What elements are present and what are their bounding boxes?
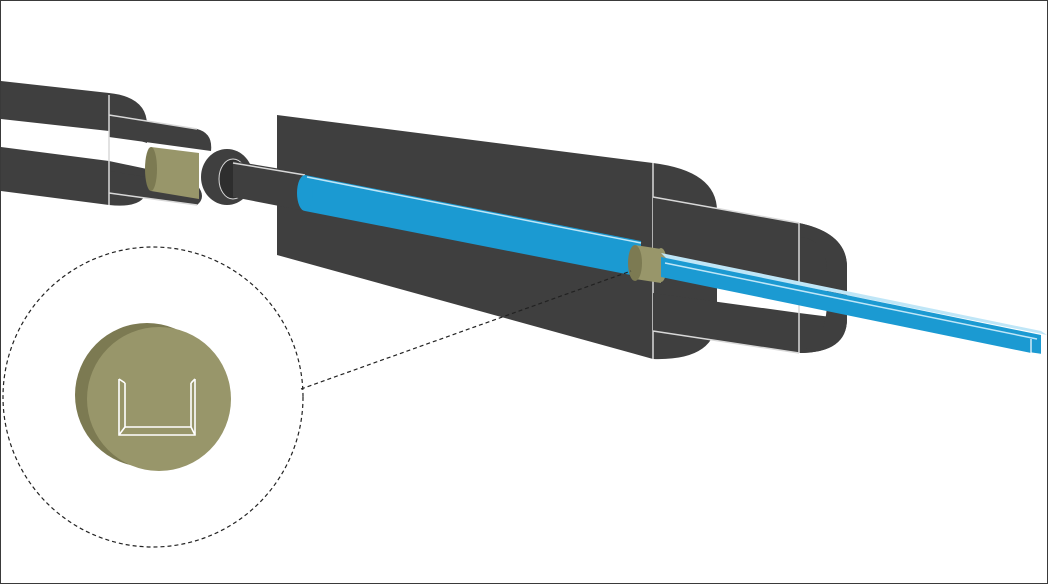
optical-fiber-jacket — [305, 175, 641, 277]
right-fork-edge-c — [652, 330, 800, 354]
right-fork — [652, 196, 847, 354]
ferrule-collar-front — [145, 147, 157, 191]
u-channel-cross-section-icon — [118, 378, 196, 436]
channel-end — [661, 253, 1047, 356]
detail-sleeve-face — [87, 327, 231, 471]
detail-callout-circle — [2, 246, 304, 548]
ferrule-collar-body — [151, 147, 199, 199]
callout-leader-line — [300, 270, 632, 390]
optical-fiber-entry — [297, 175, 313, 211]
ferrule-collar — [145, 147, 199, 199]
channel-end-highlight — [664, 262, 1038, 340]
left-holder-upper-rail — [109, 115, 212, 151]
optical-fiber — [297, 175, 642, 277]
u-channel-outer — [118, 379, 196, 436]
cable-core-highlight — [232, 162, 306, 176]
optical-fiber-highlight — [306, 176, 642, 244]
channel-end-top-face — [661, 253, 1047, 335]
cable-core-dark-section — [233, 161, 305, 211]
left-holder-edge-c — [108, 192, 198, 206]
right-fork-bend — [799, 223, 847, 353]
channel-end-profile — [1030, 339, 1046, 356]
inner-sleeve-front — [628, 245, 642, 281]
u-channel-depth — [118, 378, 196, 436]
inner-sleeve-body — [635, 245, 661, 283]
right-fork-edge-a — [652, 196, 800, 224]
left-holder-edge-b — [108, 114, 198, 130]
left-holder — [1, 81, 212, 206]
detail-callout — [2, 246, 304, 548]
cable-core — [232, 161, 306, 211]
u-channel-inner — [124, 383, 192, 428]
